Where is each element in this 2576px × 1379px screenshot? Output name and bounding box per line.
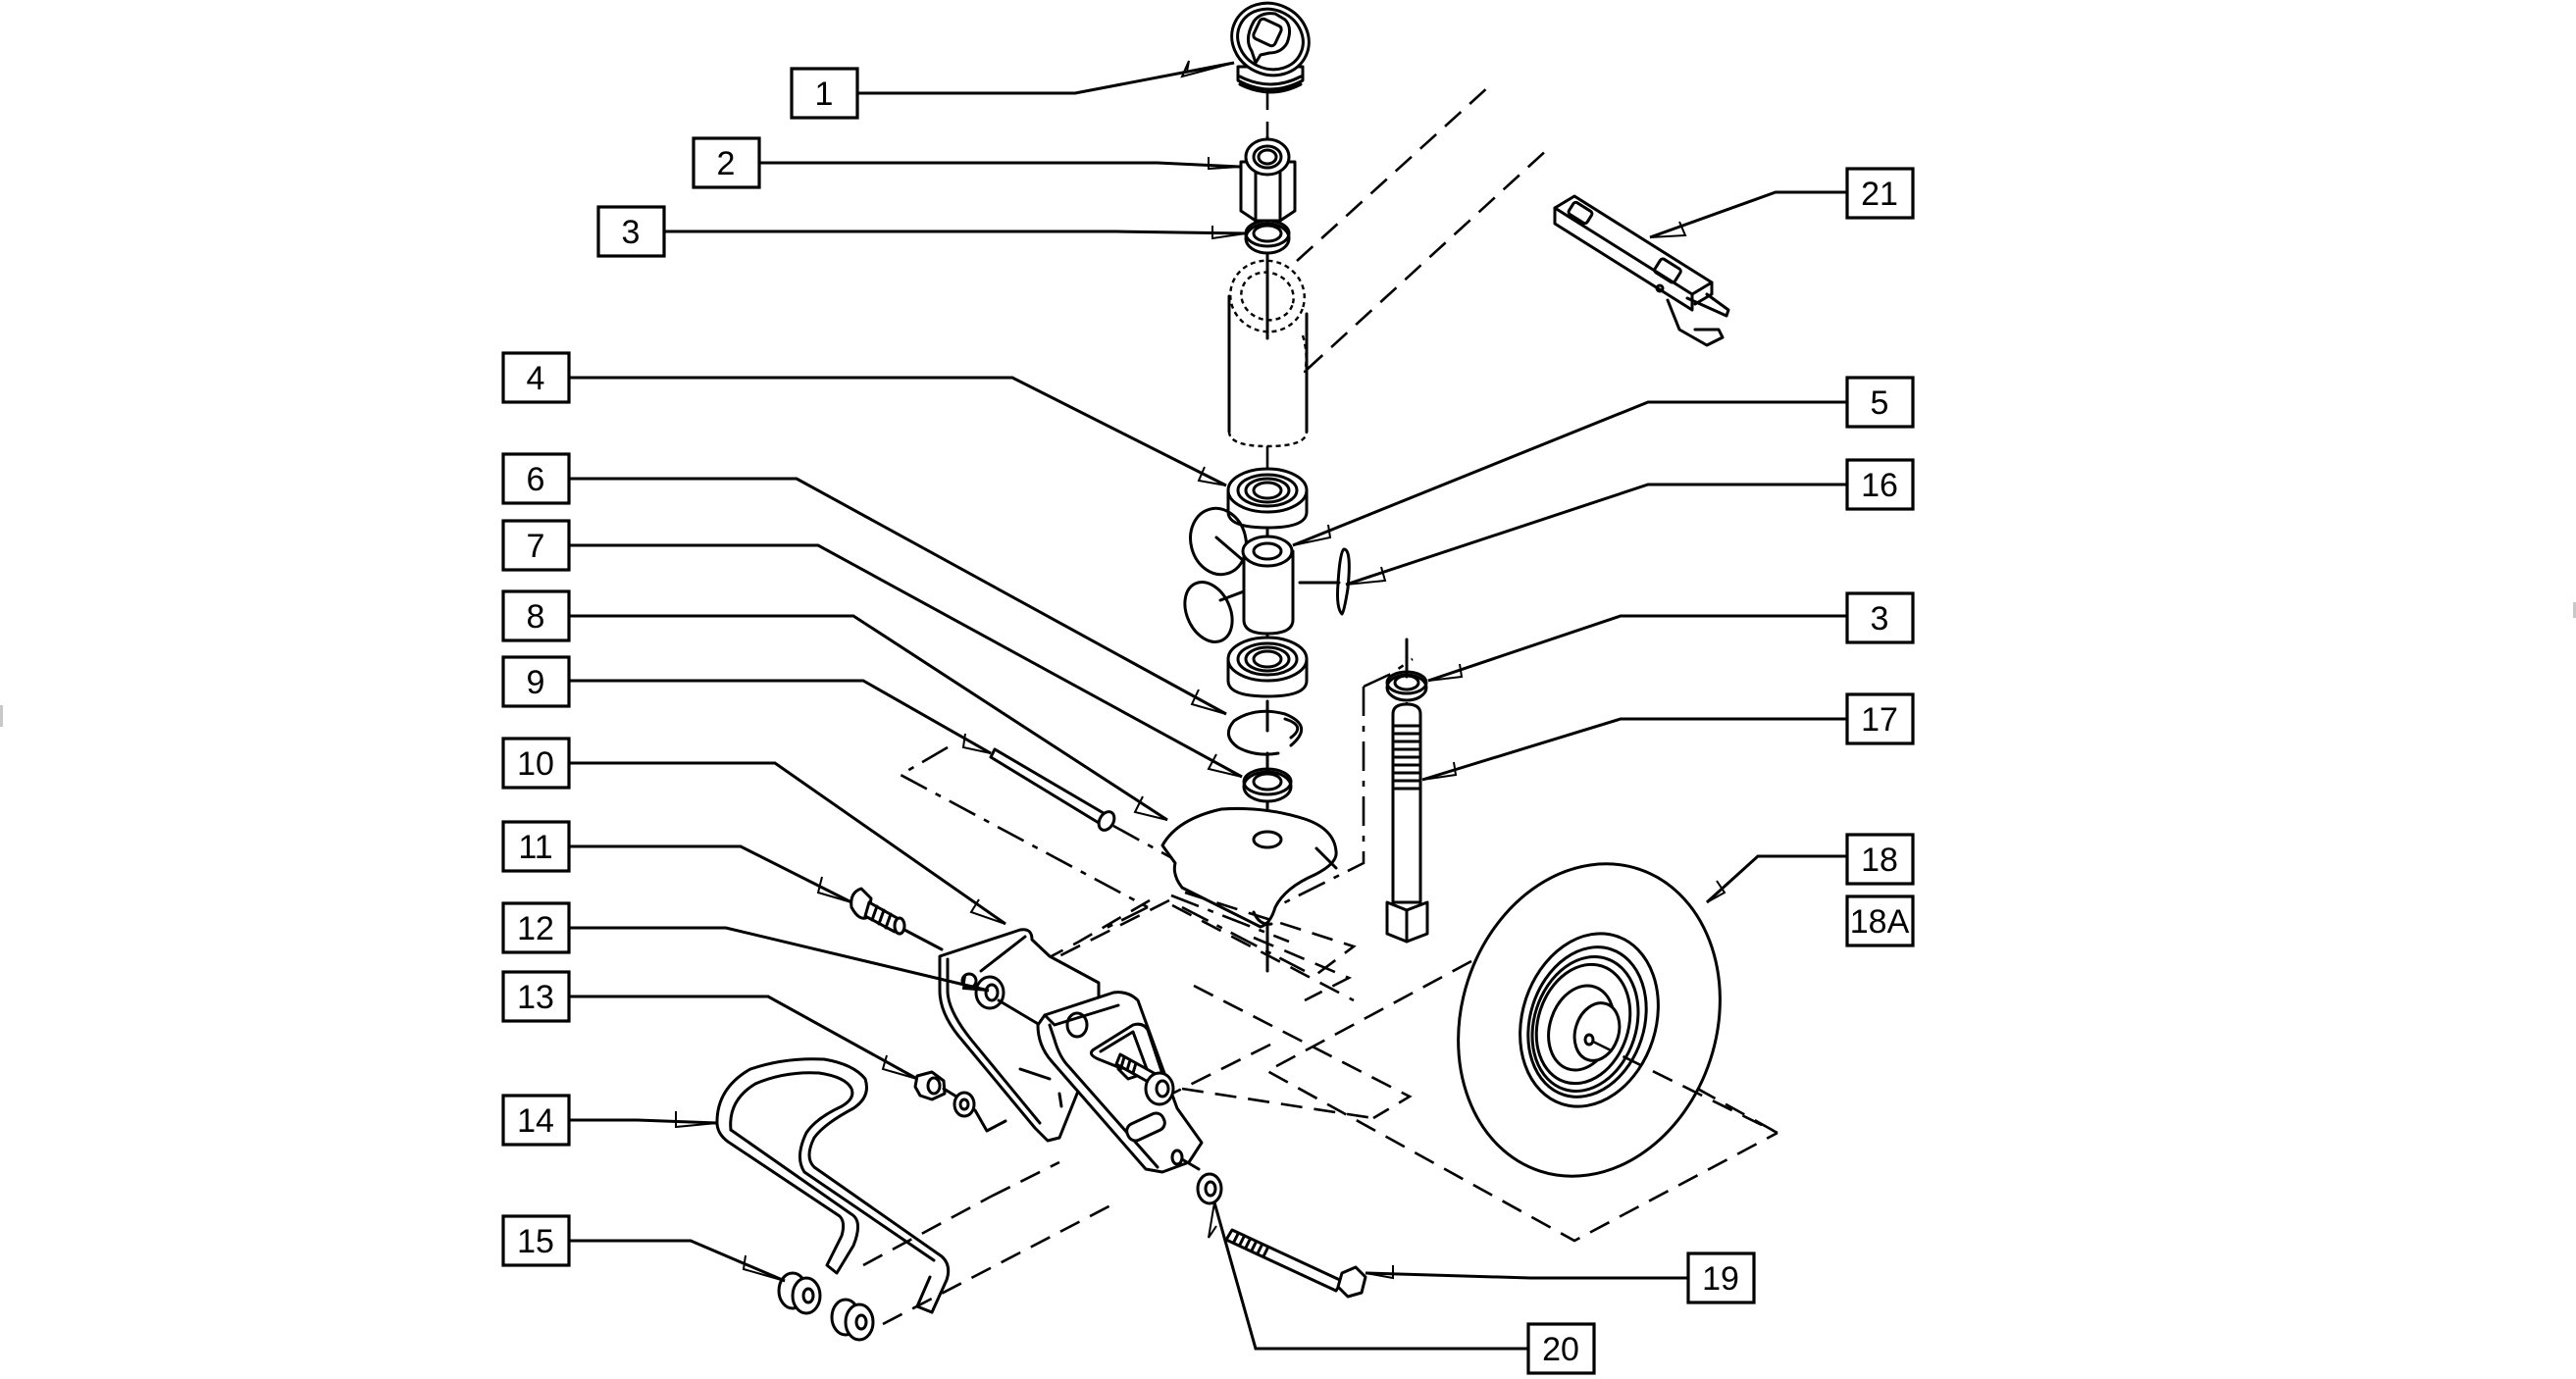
part-wheel — [1457, 862, 1778, 1178]
callout-21: 21 — [1845, 167, 1915, 220]
callout-4: 4 — [501, 351, 571, 404]
part-bolt-19 — [1224, 1228, 1367, 1299]
callout-label: 5 — [1871, 384, 1889, 422]
callout-label: 8 — [527, 598, 545, 636]
callout-18a: 18A — [1845, 894, 1915, 947]
part-washer-20 — [1196, 1172, 1223, 1205]
callout-9: 9 — [501, 655, 571, 708]
callout-label: 21 — [1861, 176, 1898, 213]
left-edge-mark — [0, 705, 3, 727]
part-wire-handle — [715, 1057, 951, 1314]
callout-11: 11 — [501, 820, 571, 873]
part-bracket-bolt — [1114, 1052, 1175, 1106]
callout-label: 16 — [1861, 467, 1898, 504]
callout-label: 10 — [517, 745, 554, 783]
part-washer-top — [1244, 219, 1291, 255]
part-bearing-top — [1226, 467, 1309, 530]
callout-17: 17 — [1845, 692, 1915, 745]
callout-19: 19 — [1686, 1251, 1756, 1304]
callout-label: 19 — [1702, 1260, 1739, 1298]
callout-label: 12 — [517, 910, 554, 947]
part-latch — [1553, 194, 1730, 347]
callout-2: 2 — [692, 136, 761, 189]
callout-label: 2 — [717, 145, 736, 182]
callout-14: 14 — [501, 1094, 571, 1147]
callout-label: 4 — [527, 360, 545, 397]
callout-label: 15 — [517, 1223, 554, 1260]
part-spacer — [1183, 506, 1295, 643]
callout-label: 1 — [815, 76, 834, 113]
part-lock-nut — [1239, 137, 1297, 223]
callout-6: 6 — [501, 452, 571, 505]
callout-3: 3 — [596, 205, 666, 258]
callout-20: 20 — [1526, 1322, 1596, 1375]
callout-13: 13 — [501, 970, 571, 1023]
callout-label: 3 — [1871, 600, 1889, 638]
callout-label: 7 — [527, 528, 545, 565]
callout-18: 18 — [1845, 833, 1915, 886]
leader-lines — [569, 60, 1847, 1351]
part-washer-right — [1385, 638, 1428, 738]
callout-16: 16 — [1845, 458, 1915, 511]
part-bracket-front — [1036, 991, 1204, 1174]
part-washer-7 — [1242, 767, 1293, 803]
part-fork-plate — [1160, 806, 1338, 955]
callout-label: 13 — [517, 979, 554, 1016]
callout-7: 7 — [501, 519, 571, 572]
part-bracket-rear — [938, 928, 1101, 1143]
part-clip — [1298, 547, 1351, 616]
right-edge-mark — [2573, 602, 2576, 618]
callout-label: 14 — [517, 1102, 554, 1140]
part-axle-bolt — [1385, 702, 1429, 944]
callout-15: 15 — [501, 1214, 571, 1267]
callout-label: 6 — [527, 461, 545, 498]
callout-label: 17 — [1861, 701, 1898, 739]
callout-10: 10 — [501, 737, 571, 790]
part-grommets — [777, 1271, 875, 1342]
part-screw — [850, 887, 944, 951]
callout-8: 8 — [501, 589, 571, 642]
part-pin — [989, 747, 1173, 860]
callout-label: 18 — [1861, 842, 1898, 879]
callout-12: 12 — [501, 901, 571, 954]
projection-lines — [862, 657, 1778, 1326]
callout-label: 20 — [1542, 1331, 1579, 1368]
callout-1: 1 — [790, 67, 859, 120]
callout-label: 11 — [518, 829, 552, 866]
part-retaining-ring — [1226, 709, 1303, 756]
callout-label: 9 — [527, 664, 545, 701]
callout-label: 18A — [1850, 903, 1910, 941]
part-nut-13 — [913, 1070, 1007, 1133]
callout-label: 3 — [622, 214, 641, 251]
part-bearing-bottom — [1226, 636, 1309, 698]
callout-5: 5 — [1845, 376, 1915, 429]
part-cap — [1230, 1, 1311, 94]
callout-3-right: 3 — [1845, 591, 1915, 644]
